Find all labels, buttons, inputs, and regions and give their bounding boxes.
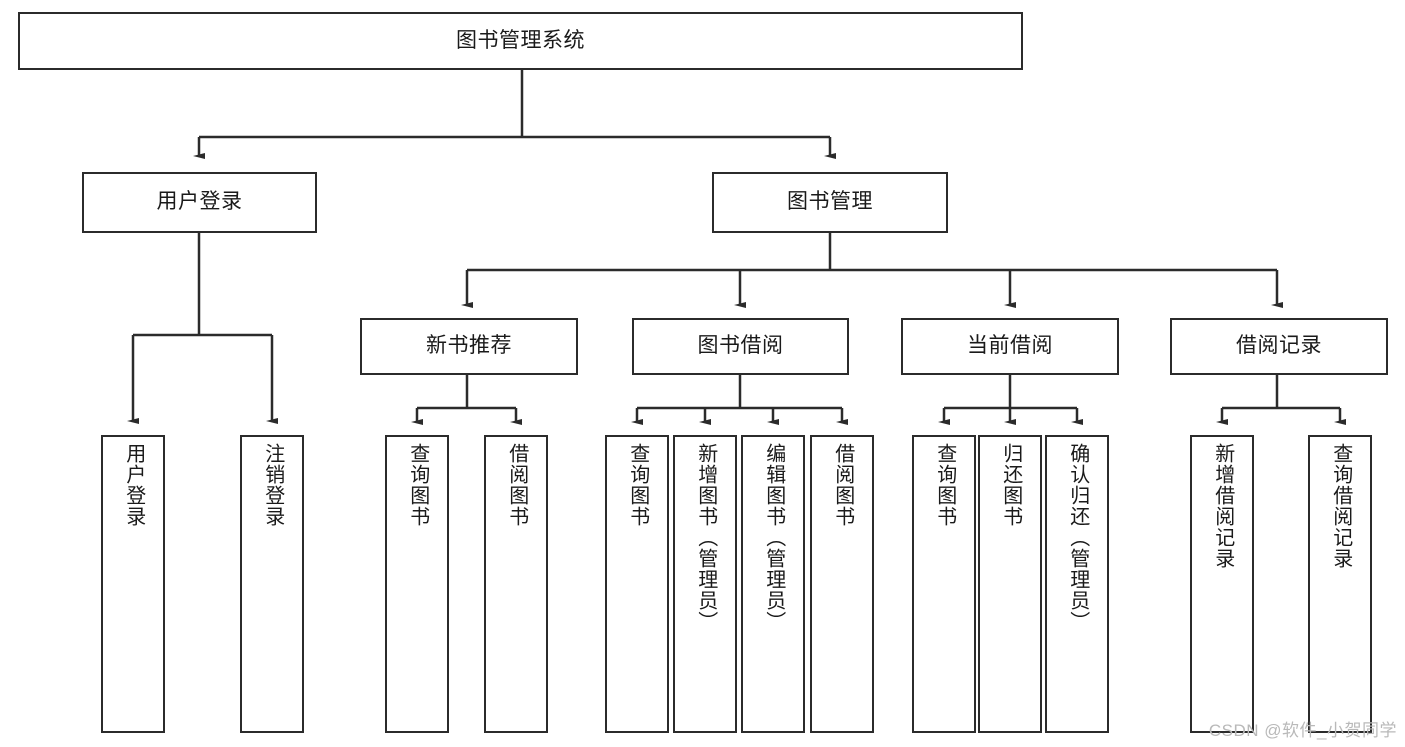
leaf-logout[interactable]: 注销登录 — [240, 435, 304, 733]
node-label: 借阅图书 — [831, 443, 854, 527]
node-label: 归还图书 — [999, 443, 1022, 527]
leaf-new-book-borrow[interactable]: 借阅图书 — [484, 435, 548, 733]
leaf-borrow-add-book-admin[interactable]: 新增图书（管理员） — [673, 435, 737, 733]
node-label: 新增图书（管理员） — [694, 443, 717, 632]
node-label: 当前借阅 — [967, 334, 1053, 358]
node-label: 借阅记录 — [1236, 334, 1322, 358]
node-borrow-record[interactable]: 借阅记录 — [1170, 318, 1388, 375]
leaf-borrow-query-book[interactable]: 查询图书 — [605, 435, 669, 733]
leaf-borrow-edit-book-admin[interactable]: 编辑图书（管理员） — [741, 435, 805, 733]
node-label: 查询图书 — [933, 443, 956, 527]
leaf-record-query[interactable]: 查询借阅记录 — [1308, 435, 1372, 733]
node-label: 借阅图书 — [505, 443, 528, 527]
node-book-borrow[interactable]: 图书借阅 — [632, 318, 849, 375]
node-new-book-recommend[interactable]: 新书推荐 — [360, 318, 578, 375]
node-label: 新书推荐 — [426, 334, 512, 358]
node-label: 用户登录 — [156, 190, 243, 214]
node-label: 注销登录 — [261, 443, 284, 527]
node-label: 查询图书 — [406, 443, 429, 527]
watermark: CSDN @软件_小贺同学 — [1208, 721, 1397, 740]
node-label: 新增借阅记录 — [1211, 443, 1234, 569]
leaf-record-add[interactable]: 新增借阅记录 — [1190, 435, 1254, 733]
node-label: 查询图书 — [626, 443, 649, 527]
leaf-current-query-book[interactable]: 查询图书 — [912, 435, 976, 733]
node-root-system[interactable]: 图书管理系统 — [18, 12, 1023, 70]
leaf-current-confirm-return-admin[interactable]: 确认归还（管理员） — [1045, 435, 1109, 733]
leaf-user-login[interactable]: 用户登录 — [101, 435, 165, 733]
node-label: 图书管理 — [787, 190, 873, 214]
node-label: 图书管理系统 — [456, 28, 585, 52]
node-label: 用户登录 — [122, 443, 145, 527]
node-label: 编辑图书（管理员） — [762, 443, 785, 632]
node-label: 查询借阅记录 — [1329, 443, 1352, 569]
node-label: 图书借阅 — [697, 334, 784, 358]
node-label: 确认归还（管理员） — [1066, 443, 1089, 632]
node-book-management[interactable]: 图书管理 — [712, 172, 948, 233]
node-current-borrow[interactable]: 当前借阅 — [901, 318, 1119, 375]
node-user-login[interactable]: 用户登录 — [82, 172, 317, 233]
leaf-current-return-book[interactable]: 归还图书 — [978, 435, 1042, 733]
leaf-new-book-query[interactable]: 查询图书 — [385, 435, 449, 733]
leaf-borrow-borrow-book[interactable]: 借阅图书 — [810, 435, 874, 733]
